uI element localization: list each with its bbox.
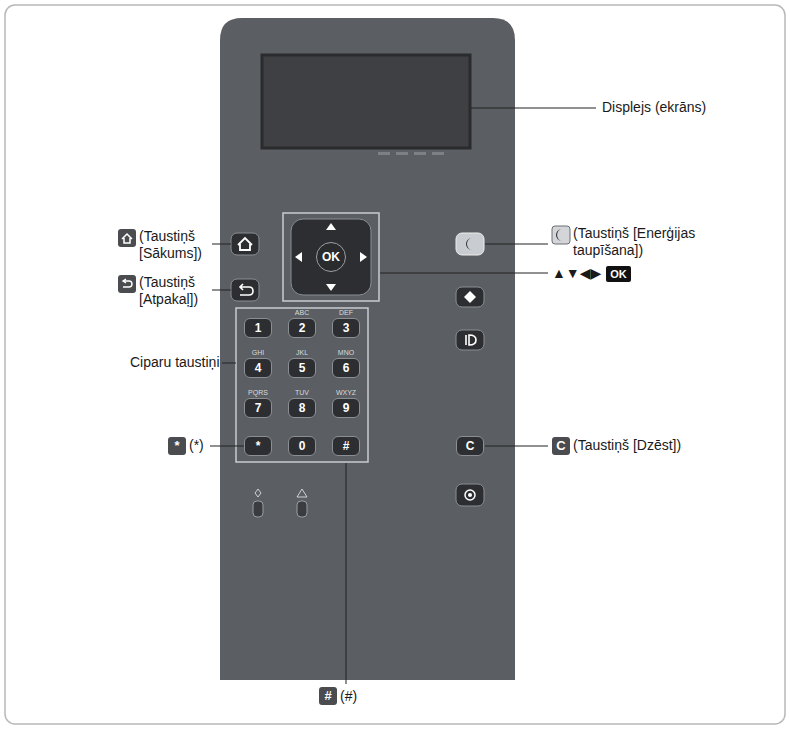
back-key bbox=[231, 279, 259, 301]
control-panel-housing bbox=[220, 18, 515, 680]
energy-saver-key bbox=[456, 233, 484, 255]
status-monitor-key bbox=[456, 287, 484, 307]
star-key-label: (*) bbox=[189, 437, 204, 454]
key-legend: 7 bbox=[255, 401, 262, 415]
stop-key bbox=[456, 484, 484, 506]
digit-key: WXYZ9 bbox=[332, 398, 360, 418]
key-legend: 3 bbox=[343, 321, 350, 335]
status-dashes bbox=[378, 152, 444, 155]
navpad bbox=[291, 219, 371, 295]
key-legend: OK bbox=[322, 250, 340, 264]
key-legend: # bbox=[343, 439, 350, 453]
key-letters: ABC bbox=[295, 308, 309, 317]
star-icon: * bbox=[168, 437, 186, 455]
hash-key: # bbox=[332, 436, 360, 456]
digit-key: 0 bbox=[288, 436, 316, 456]
key-letters: PQRS bbox=[248, 388, 268, 397]
key-letters: JKL bbox=[296, 348, 308, 357]
label-icons bbox=[118, 226, 570, 705]
star-key: * bbox=[244, 436, 272, 456]
digit-key: GHI4 bbox=[244, 358, 272, 378]
clear-icon: C bbox=[552, 437, 570, 455]
key-legend: C bbox=[466, 439, 475, 453]
ok-badge: OK bbox=[606, 266, 631, 282]
key-legend: * bbox=[256, 439, 261, 453]
back-key-label: (Taustiņš [Atpakaļ]) bbox=[139, 274, 211, 308]
navpad-highlight bbox=[283, 213, 379, 301]
key-legend: 4 bbox=[255, 361, 262, 375]
key-letters: MNO bbox=[338, 348, 354, 357]
key-legend: 0 bbox=[299, 439, 306, 453]
key-legend: 8 bbox=[299, 401, 306, 415]
energy-key-label: (Taustiņš [Enerģijas taupīšana]) bbox=[573, 225, 748, 259]
ok-key: OK bbox=[316, 242, 346, 272]
display-screen bbox=[262, 55, 470, 148]
home-key bbox=[231, 233, 259, 255]
digit-key: 1 bbox=[244, 318, 272, 338]
display-label: Displejs (ekrāns) bbox=[602, 99, 706, 116]
digit-key: MNO6 bbox=[332, 358, 360, 378]
home-key-label: (Taustiņš [Sākums]) bbox=[139, 228, 211, 262]
digit-key: DEF3 bbox=[332, 318, 360, 338]
id-key bbox=[456, 330, 484, 350]
key-letters: TUV bbox=[295, 388, 309, 397]
clear-key: C bbox=[456, 436, 484, 456]
key-legend: 2 bbox=[299, 321, 306, 335]
digit-key: JKL5 bbox=[288, 358, 316, 378]
keypad-highlight bbox=[236, 308, 368, 462]
leader-lines bbox=[210, 108, 596, 684]
outer-frame bbox=[5, 5, 785, 724]
hash-key-label: (#) bbox=[340, 688, 357, 705]
key-letters: WXYZ bbox=[336, 388, 356, 397]
hash-icon: # bbox=[319, 687, 337, 705]
digit-key: TUV8 bbox=[288, 398, 316, 418]
key-legend: 9 bbox=[343, 401, 350, 415]
digit-key: ABC2 bbox=[288, 318, 316, 338]
indicator-leds bbox=[253, 489, 307, 517]
arrow-keys-label: ▲▼◀▶ bbox=[552, 265, 601, 282]
digit-key: PQRS7 bbox=[244, 398, 272, 418]
key-legend: 1 bbox=[255, 321, 262, 335]
numeric-keys-label: Ciparu taustiņi bbox=[130, 354, 220, 371]
key-letters: DEF bbox=[339, 308, 353, 317]
key-letters: GHI bbox=[252, 348, 264, 357]
navpad-arrows bbox=[295, 223, 367, 291]
key-legend: 6 bbox=[343, 361, 350, 375]
key-legend: 5 bbox=[299, 361, 306, 375]
clear-key-label: (Taustiņš [Dzēst]) bbox=[573, 437, 681, 454]
